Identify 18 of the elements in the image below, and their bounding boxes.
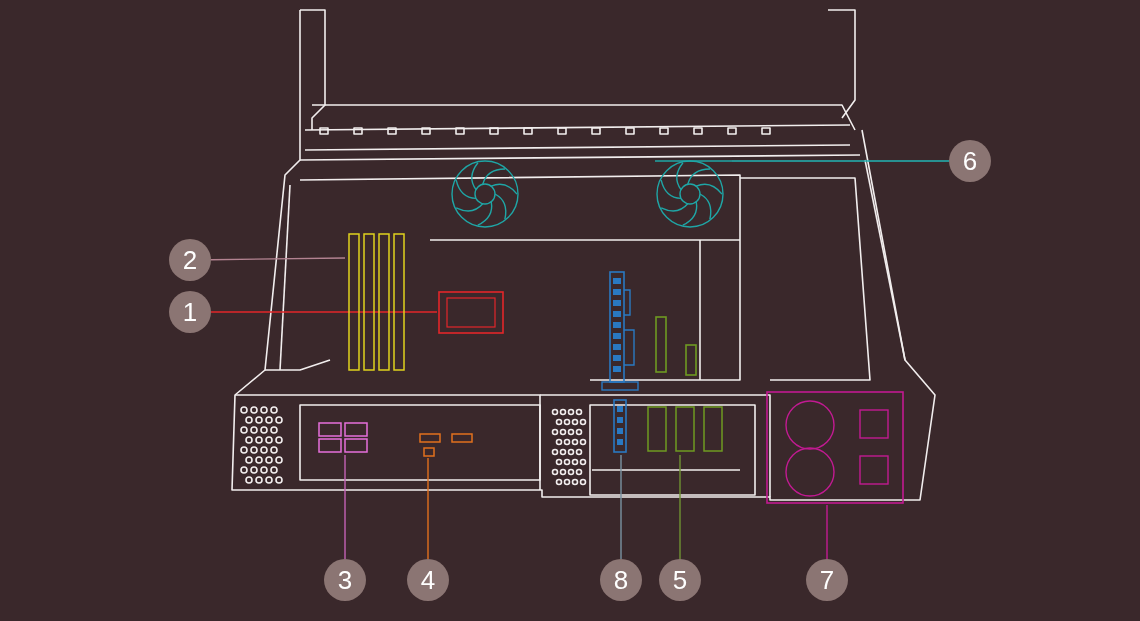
callout-number: 4: [407, 559, 449, 601]
leader-line: [679, 454, 681, 560]
callout-number: 7: [806, 559, 848, 601]
processor-drawing: [437, 290, 505, 335]
callout-number: 2: [169, 239, 211, 281]
leader-line: [620, 454, 622, 560]
callout-number: 1: [169, 291, 211, 333]
callout-number: 6: [949, 140, 991, 182]
leader-line: [731, 160, 950, 162]
leader-line: [210, 257, 346, 261]
callout-number: 3: [324, 559, 366, 601]
leader-line: [427, 457, 429, 560]
power-supply-drawing: [765, 390, 905, 505]
leader-line: [826, 504, 828, 560]
callout-number: 5: [659, 559, 701, 601]
callout-number: 8: [600, 559, 642, 601]
leader-line: [344, 454, 346, 560]
leader-line: [210, 311, 438, 313]
